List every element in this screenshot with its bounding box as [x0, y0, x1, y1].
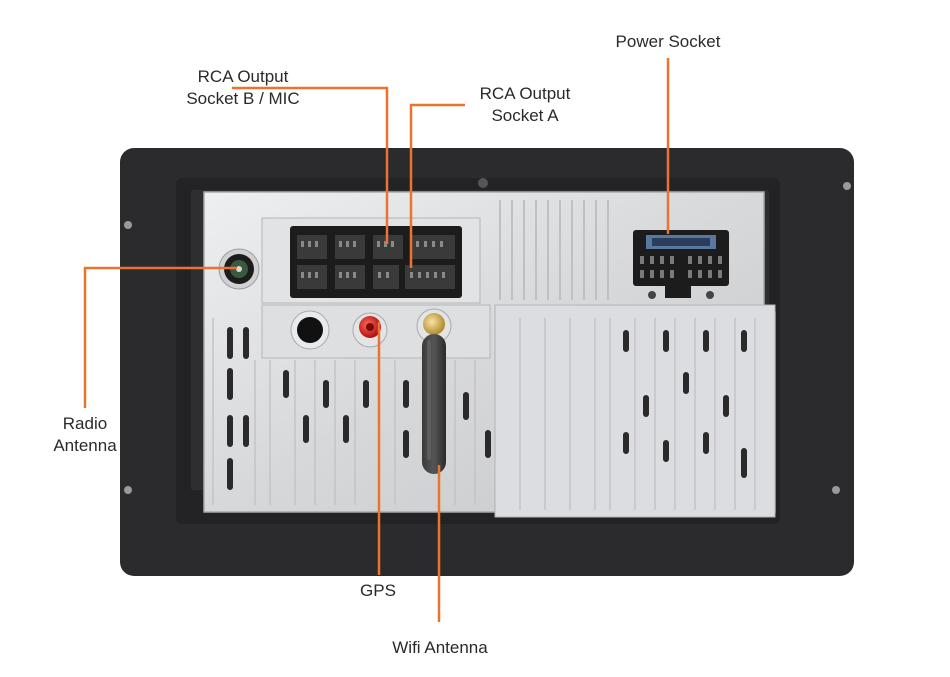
- vent-slots: [227, 327, 747, 490]
- label-rca-output-a: RCA Output Socket A: [479, 84, 571, 125]
- bezel-screws: [124, 178, 851, 494]
- label-power-socket: Power Socket: [615, 32, 721, 51]
- callout-rca-a: [409, 103, 465, 268]
- callout-lines: [83, 58, 670, 622]
- power-socket-connector: [633, 230, 729, 299]
- gps-connector: [352, 312, 388, 348]
- cooling-ribs-top: [499, 200, 609, 300]
- label-rca-output-b: RCA Output Socket B / MIC: [186, 67, 300, 108]
- label-wifi-antenna: Wifi Antenna: [392, 638, 488, 657]
- label-radio-antenna: Radio Antenna: [53, 414, 117, 455]
- usb-port: [290, 310, 330, 350]
- cooling-ribs: [212, 318, 756, 510]
- rca-connector-block: [290, 226, 462, 298]
- callout-radio-antenna: [83, 266, 237, 408]
- callout-rca-b: [232, 86, 389, 244]
- label-gps: GPS: [360, 581, 396, 600]
- wifi-antenna: [416, 308, 452, 474]
